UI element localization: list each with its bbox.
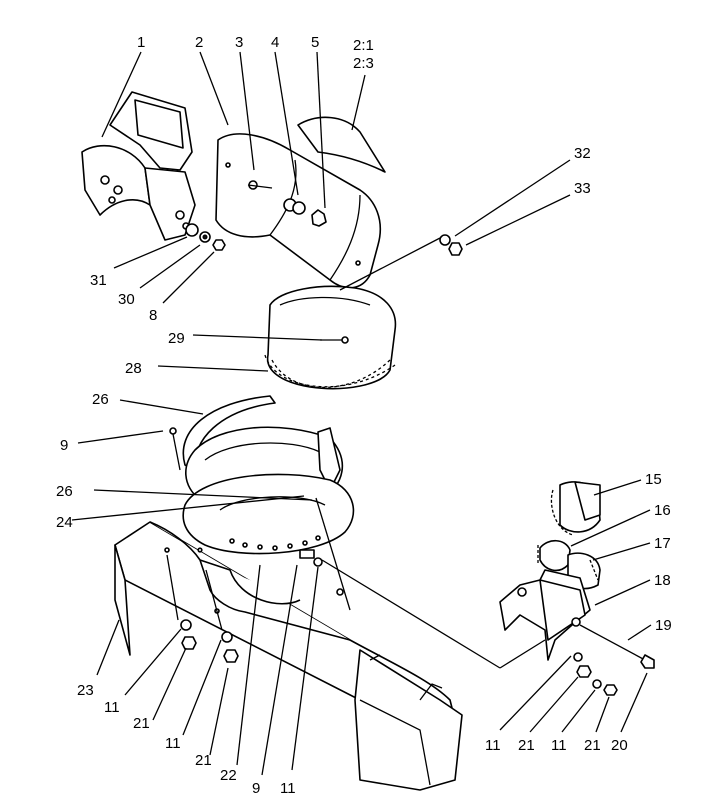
callout-33: 33 — [574, 180, 591, 197]
chute-decal-part — [297, 116, 386, 173]
callout-21-a: 21 — [133, 715, 150, 732]
callout-11-e: 11 — [551, 737, 567, 754]
housing-plate-part — [182, 473, 355, 567]
callout-11-b: 11 — [165, 735, 181, 752]
callout-9-bottom: 9 — [252, 780, 260, 797]
leader-lines — [71, 51, 652, 776]
callout-9-top: 9 — [60, 437, 68, 454]
callout-32: 32 — [574, 145, 591, 162]
callout-22: 22 — [220, 767, 237, 784]
callout-21-c: 21 — [518, 737, 535, 754]
callout-17: 17 — [654, 535, 671, 552]
gear-assembly-parts — [499, 481, 655, 696]
callout-24: 24 — [56, 514, 73, 531]
callout-3: 3 — [235, 34, 243, 51]
callout-21-d: 21 — [584, 737, 601, 754]
callout-26-top: 26 — [92, 391, 109, 408]
callout-1: 1 — [137, 34, 145, 51]
callout-11-c: 11 — [280, 780, 296, 797]
callout-28: 28 — [125, 360, 142, 377]
callout-2-1: 2:1 — [353, 37, 374, 54]
callout-20: 20 — [611, 737, 628, 754]
callout-23: 23 — [77, 682, 94, 699]
callout-30: 30 — [118, 291, 135, 308]
callout-2-3: 2:3 — [353, 55, 374, 72]
assembly-centerlines — [315, 237, 546, 669]
callout-11-d: 11 — [485, 737, 501, 754]
callout-19: 19 — [655, 617, 672, 634]
callout-31: 31 — [90, 272, 107, 289]
callout-labels: 1 2 3 4 5 2:1 2:3 32 33 31 30 8 29 28 26… — [56, 34, 672, 797]
callout-5: 5 — [311, 34, 319, 51]
callout-4: 4 — [271, 34, 279, 51]
callout-18: 18 — [654, 572, 671, 589]
housing-hardware — [166, 554, 239, 663]
callout-8: 8 — [149, 307, 157, 324]
callout-11-a: 11 — [104, 699, 120, 716]
chute-deflector-part — [81, 91, 196, 241]
callout-16: 16 — [654, 502, 671, 519]
callout-29: 29 — [168, 330, 185, 347]
auger-housing-part — [114, 521, 463, 791]
callout-21-b: 21 — [195, 752, 212, 769]
washer-nut-32-33 — [439, 234, 463, 256]
callout-2: 2 — [195, 34, 203, 51]
washer-nut-set-31-30-8 — [185, 223, 226, 251]
chute-ring-gear-part — [264, 285, 397, 390]
callout-15: 15 — [645, 471, 662, 488]
callout-26-lower: 26 — [56, 483, 73, 500]
chute-part — [215, 133, 382, 289]
